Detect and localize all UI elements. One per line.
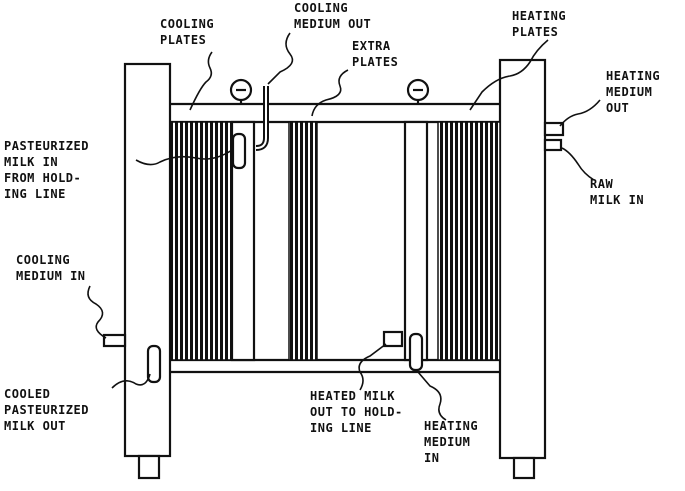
label-raw-milk-in-2: MILK IN [590,193,644,207]
leader-cooling-medium-in [87,285,107,339]
cooled-milk-out-port [146,344,162,384]
label-heating-medium-out-3: OUT [606,101,629,115]
label-cooled-milk-out-2: PASTEURIZED [4,403,89,417]
leader-cooled-milk-out [111,373,151,389]
left-end-frame [123,62,172,458]
right-end-frame [498,58,547,460]
label-cooling-plates-1: COOLING [160,17,214,31]
label-pasteurized-milk-in-2: MILK IN [4,155,58,169]
leader-lines [87,32,601,421]
label-cooled-milk-out-1: COOLED [4,387,50,401]
connector-frame-right [403,120,429,362]
label-cooling-medium-out-1: COOLING [294,1,348,15]
leader-heating-medium-in [417,371,447,421]
label-heating-medium-out-1: HEATING [606,69,660,83]
label-cooling-plates-2: PLATES [160,33,206,47]
labels: COOLING PLATES COOLING MEDIUM OUT HEATIN… [4,1,660,465]
pasteurized-milk-in-port [231,132,247,170]
cooling-medium-out-pipe [255,86,269,151]
right-foot [512,456,536,480]
label-pasteurized-milk-in-3: FROM HOLD- [4,171,81,185]
label-heated-milk-out-1: HEATED MILK [310,389,395,403]
label-cooling-medium-in-2: MEDIUM IN [16,269,86,283]
cooling-medium-in-port [102,333,127,348]
extra-plate-pack [289,122,317,360]
label-pasteurized-milk-in-1: PASTEURIZED [4,139,89,153]
label-cooling-medium-in-1: COOLING [16,253,70,267]
heating-medium-out-port [543,121,565,137]
label-cooling-medium-out-2: MEDIUM OUT [294,17,371,31]
label-extra-plates-1: EXTRA [352,39,391,53]
leader-cooling-plates [189,51,213,111]
leader-heating-medium-out [559,99,601,127]
label-heating-plates-1: HEATING [512,9,566,23]
heating-plate-pack [438,122,500,360]
label-heating-medium-in-2: MEDIUM [424,435,470,449]
label-raw-milk-in-1: RAW [590,177,613,191]
leader-cooling-medium-out [267,32,294,85]
leader-heated-milk-out [358,343,387,391]
heating-medium-in-port [408,332,424,372]
label-cooled-milk-out-3: MILK OUT [4,419,66,433]
heated-milk-out-port [382,330,404,348]
label-pasteurized-milk-in-4: ING LINE [4,187,66,201]
leader-raw-milk-in [561,147,595,181]
label-heating-medium-in-1: HEATING [424,419,478,433]
label-heating-medium-out-2: MEDIUM [606,85,652,99]
left-foot [137,454,161,480]
raw-milk-in-port [543,138,563,152]
leader-pasteurized-milk-in [135,149,233,166]
label-heating-plates-2: PLATES [512,25,558,39]
label-extra-plates-2: PLATES [352,55,398,69]
leader-heating-plates [469,39,549,111]
label-heated-milk-out-3: ING LINE [310,421,372,435]
leader-extra-plates [311,69,349,117]
cooling-plate-pack [171,122,232,360]
label-heating-medium-in-3: IN [424,451,439,465]
label-heated-milk-out-2: OUT TO HOLD- [310,405,403,419]
